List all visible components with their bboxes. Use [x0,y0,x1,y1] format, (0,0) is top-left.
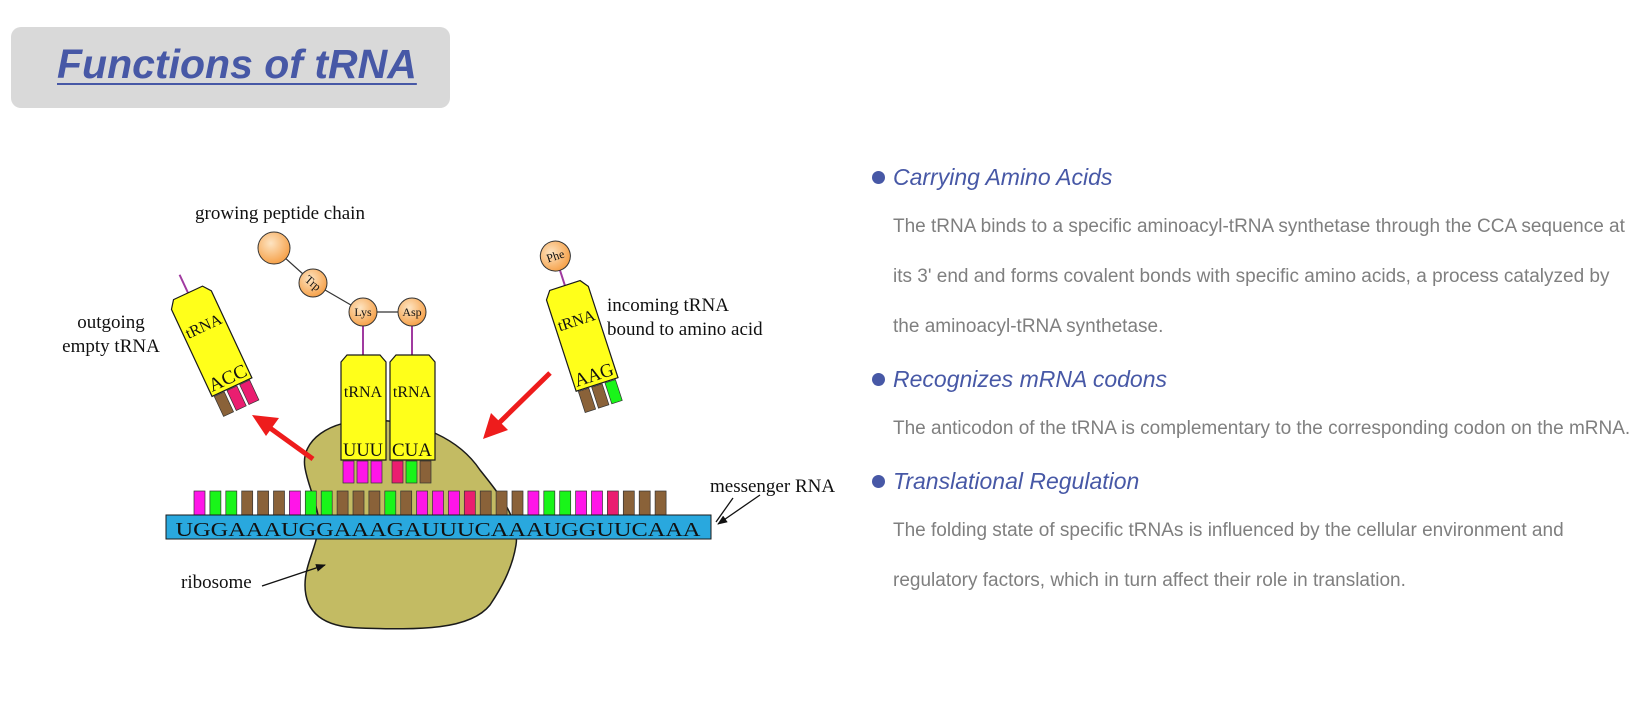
mrna-base [225,490,238,516]
function-item-carrying-amino-acids: Carrying Amino Acids The tRNA binds to a… [870,158,1640,352]
trna-incoming: Phe tRNA AAG [539,240,623,413]
mrna-base [575,490,587,516]
title-box: Functions of tRNA [11,27,450,108]
amino-acid-lys [348,297,378,327]
mrna-base [193,490,206,516]
mrna-base [654,490,667,516]
translation-diagram: UGGAAAUGGAAAGAUUUCAAAUGGUUCAAA Trp Lys A… [62,203,835,630]
mrna-base [241,490,254,516]
amino-acid-ball [257,231,291,265]
mrna-base [320,490,333,516]
function-item-translational-regulation: Translational Regulation The folding sta… [870,462,1640,606]
amino-acid-trp [298,268,328,298]
mrna-base [432,490,444,516]
label-incoming-2: bound to amino acid [607,319,763,340]
functions-list: Carrying Amino Acids The tRNA binds to a… [870,158,1640,614]
trna-a-label: tRNA [393,384,432,401]
mrna-base [607,490,619,516]
mrna-base [559,490,572,516]
mrna-base [304,490,317,516]
trna-a-site: tRNA CUA [389,354,436,484]
function-description: The anticodon of the tRNA is complementa… [893,418,1631,439]
mrna-base [527,490,540,516]
trna-outgoing: tRNA ACC [170,274,260,417]
mrna-base [289,490,301,516]
mrna-base [543,490,556,516]
mrna-base [368,490,381,516]
pointer-ribosome [261,564,326,587]
function-title: Translational Regulation [893,468,1140,494]
trna-a-anticodon: CUA [392,440,432,461]
mrna-base [591,490,603,516]
label-growing-chain: growing peptide chain [195,203,365,224]
mrna-base [257,490,269,516]
trna-p-site: tRNA UUU [340,354,387,484]
mrna-strand [165,514,712,540]
mrna-base [384,490,397,516]
bullet-icon [872,171,885,184]
amino-acid-phe-label: Phe [545,247,566,266]
trna-p-anticodon: UUU [343,440,383,461]
mrna-base [400,490,413,516]
trna-p-label: tRNA [344,384,383,401]
peptide-chain: Trp Lys Asp [257,231,427,355]
mrna-bases [193,490,667,516]
mrna-base [638,490,651,516]
label-outgoing-1: outgoing [77,312,145,333]
mrna-base [479,490,492,516]
mrna-base [448,490,460,516]
mrna-base [495,490,508,516]
label-incoming-1: incoming tRNA [607,295,729,316]
label-ribosome: ribosome [181,572,252,593]
function-description: The tRNA binds to a specific aminoacyl-t… [893,216,1625,337]
label-outgoing-2: empty tRNA [62,336,160,357]
pointer-mrna-shaft [717,494,761,525]
amino-acid-asp-label: Asp [402,305,421,319]
mrna-base [622,490,635,516]
mrna-base [352,490,365,516]
function-title: Recognizes mRNA codons [893,366,1167,392]
mrna-base [416,490,428,516]
amino-acid-phe [539,240,571,272]
function-title: Carrying Amino Acids [893,164,1113,190]
page-title: Functions of tRNA [57,41,417,87]
function-item-recognizes-codons: Recognizes mRNA codons The anticodon of … [870,360,1640,454]
bullet-icon [872,373,885,386]
arrow-incoming [483,371,552,439]
mrna-sequence: UGGAAAUGGAAAGAUUUCAAAUGGUUCAAA [176,519,702,541]
mrna-base [336,490,349,516]
mrna-base [463,490,476,516]
arrow-outgoing [252,415,315,462]
mrna-base [273,490,285,516]
bullet-icon [872,475,885,488]
amino-acid-lys-label: Lys [354,305,372,319]
amino-acid-asp [397,297,427,327]
mrna-base [209,490,222,516]
function-description: The folding state of specific tRNAs is i… [893,520,1564,591]
pointer-mrna [715,497,734,523]
label-messenger-rna: messenger RNA [710,476,835,497]
mrna-base [511,490,524,516]
